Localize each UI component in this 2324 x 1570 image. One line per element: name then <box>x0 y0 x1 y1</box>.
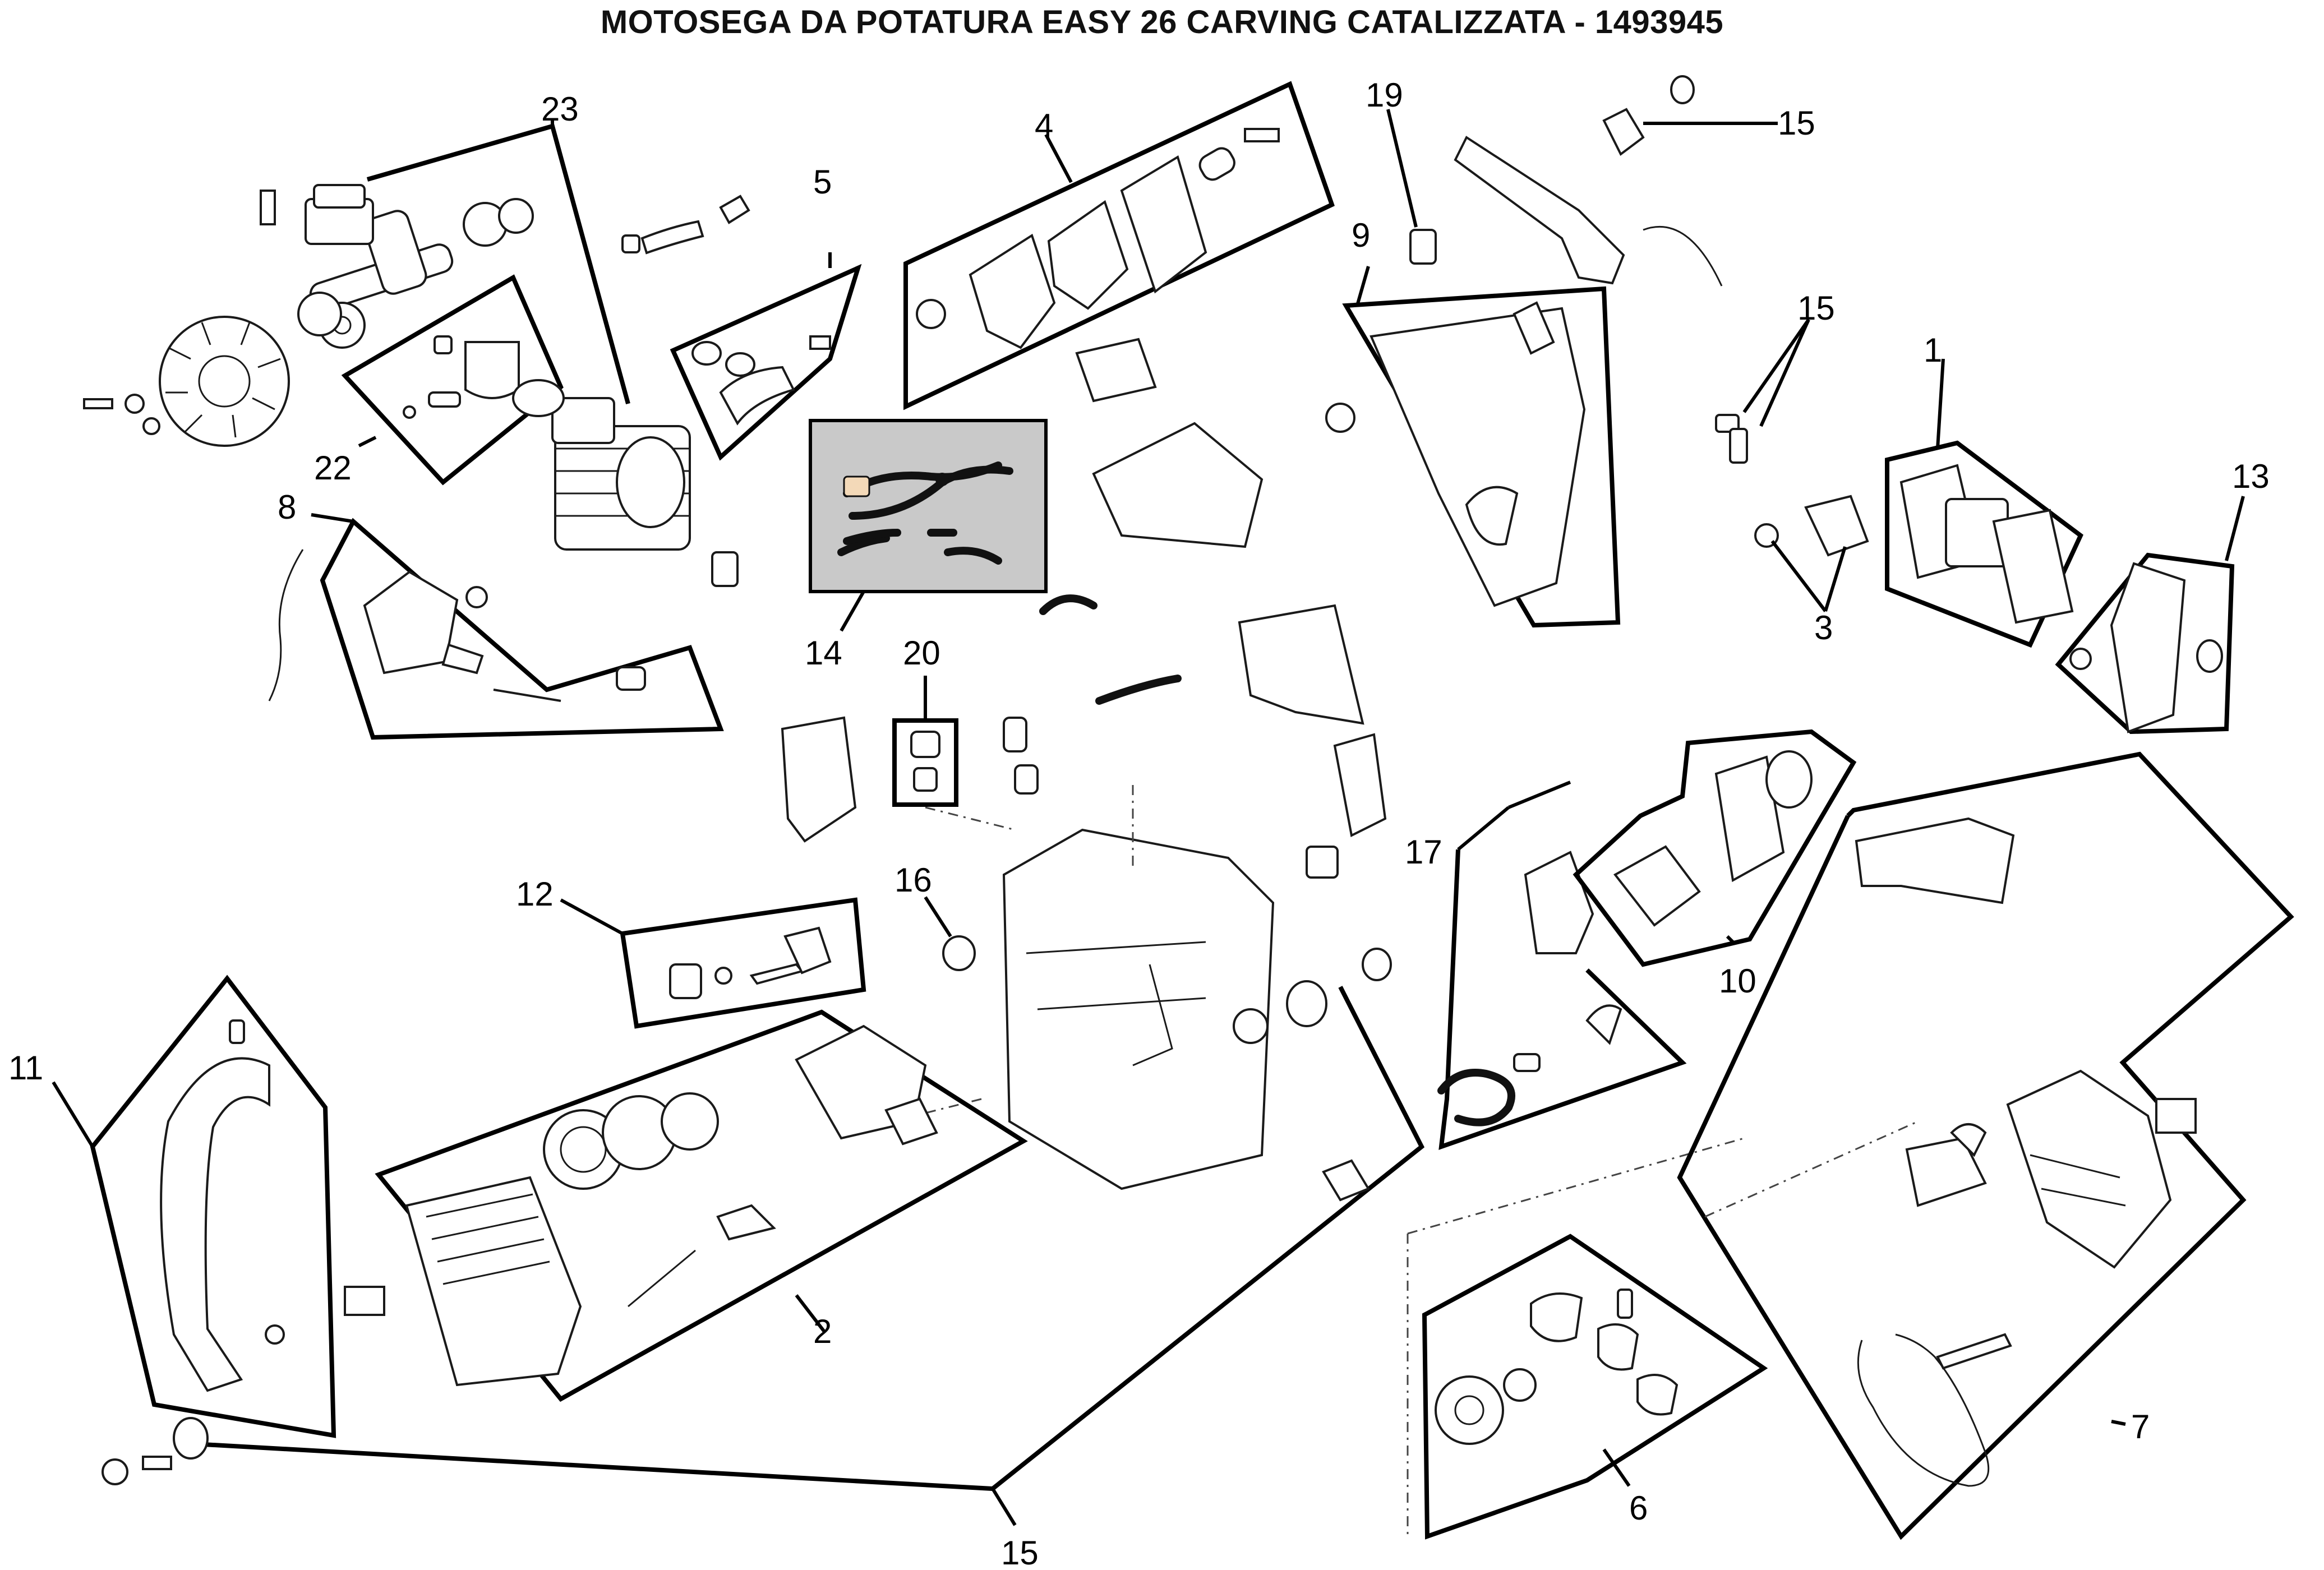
callout-7: 7 <box>2131 1408 2150 1446</box>
callout-17: 16 <box>894 861 932 899</box>
crankcase-part <box>1002 828 1275 1190</box>
side-cover-part <box>781 716 857 843</box>
bearing-cap-part <box>305 184 374 245</box>
callout-1: 1 <box>1924 331 1942 369</box>
cylinder-part <box>551 397 691 551</box>
circlip-part <box>403 405 416 419</box>
group-12-choke-lever[interactable] <box>620 897 866 1029</box>
piston-pin-part <box>428 391 461 408</box>
callout-15-bottom: 15 <box>1001 1534 1039 1570</box>
exhaust-guard-part <box>1333 733 1387 837</box>
callout-14: 14 <box>805 634 842 672</box>
group-11-front-handle[interactable] <box>90 975 336 1438</box>
callout-20: 20 <box>903 634 940 672</box>
fuel-filter-part <box>1003 717 1027 752</box>
flywheel-bolt-part <box>83 398 113 409</box>
group-8-ignition-module[interactable] <box>268 518 724 740</box>
group-15-top-buffer[interactable] <box>1602 75 1695 156</box>
group-22-piston[interactable] <box>341 274 565 486</box>
cylinder-shroud-part <box>1092 422 1264 548</box>
callout-15-top: 15 <box>1778 104 1815 142</box>
top-handle-part <box>1454 136 1625 285</box>
callout-8: 8 <box>278 488 296 526</box>
fuel-pickup-part <box>1014 764 1039 795</box>
callout-18: 17 <box>1405 833 1442 871</box>
spark-plug-part <box>711 551 739 587</box>
group-6-clutch-assembly[interactable] <box>1422 1234 1768 1540</box>
callout-23: 23 <box>541 90 579 128</box>
side-label-part <box>2155 1098 2197 1134</box>
callout-10: 10 <box>1719 962 1756 1000</box>
flywheel-washer-part <box>142 417 160 435</box>
diagram-title: MOTOSEGA DA POTATURA EASY 26 CARVING CAT… <box>600 4 1724 40</box>
callout-11: 11 <box>8 1049 43 1087</box>
callout-3: 3 <box>1814 609 1833 647</box>
throttle-rod-part <box>1643 225 1723 287</box>
group-9-rear-handle[interactable] <box>1325 286 1621 628</box>
group-3-carburetor[interactable] <box>1754 495 1869 557</box>
piston-ring-part <box>512 379 565 417</box>
group-1-air-filter[interactable] <box>1885 440 2083 648</box>
group-23-crankshaft-assembly[interactable] <box>83 121 739 587</box>
callout-13: 13 <box>2232 458 2270 495</box>
flywheel-nut-part <box>125 394 145 414</box>
group-7-chain-brake[interactable] <box>1677 751 2294 1540</box>
callout-9: 9 <box>1352 216 1370 254</box>
group-15-bottom-buffers[interactable] <box>102 948 1425 1492</box>
group-4-air-filter-housing[interactable] <box>903 81 1335 410</box>
group-16-throttle-parts[interactable] <box>1715 414 1748 464</box>
callout-19: 19 <box>1366 76 1403 114</box>
callout-5: 5 <box>813 163 832 201</box>
group-19-buffer-part[interactable] <box>1409 229 1437 265</box>
callout-22: 22 <box>314 449 352 487</box>
piston-part <box>464 341 520 399</box>
callout-6: 6 <box>1629 1489 1648 1527</box>
heat-shield-part <box>1238 604 1364 725</box>
callout-16: 15 <box>1797 289 1835 327</box>
callout-2: 2 <box>813 1313 832 1350</box>
group-2-starter-assembly[interactable] <box>375 1009 1028 1402</box>
group-20-primer-valve[interactable] <box>892 718 958 807</box>
group-13-filter-cover[interactable] <box>2055 552 2235 735</box>
callout-12: 12 <box>516 875 554 913</box>
group-5-intake-manifold[interactable] <box>670 264 862 461</box>
filter-gasket-part <box>1075 338 1157 403</box>
group-17-primer-bulb[interactable] <box>942 935 976 971</box>
group-10-oil-pump[interactable] <box>1573 729 1857 967</box>
warning-label-part <box>344 1286 385 1316</box>
group-14-fuel-line-kit[interactable] <box>809 419 1048 593</box>
filter-foam-part <box>1306 846 1339 879</box>
impulse-hose-part <box>621 195 750 255</box>
needle-bearing-part <box>434 335 453 354</box>
callout-4: 4 <box>1035 107 1053 145</box>
cap-screw-part <box>260 190 276 225</box>
flywheel-part <box>159 316 290 447</box>
main-bearing-left-part <box>297 292 342 336</box>
oil-seal-part <box>498 198 534 234</box>
